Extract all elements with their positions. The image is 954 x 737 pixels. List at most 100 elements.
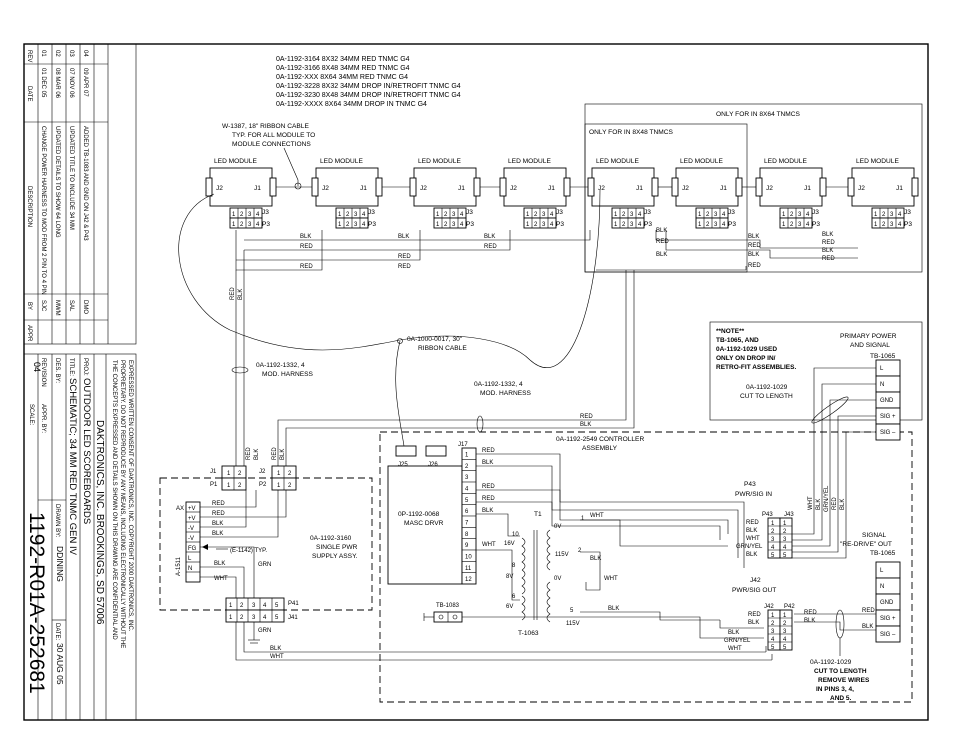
revision-block: REV DATE DESCRIPTION BY APPR 01 01 DEC 0…: [23, 43, 137, 345]
svg-text:4: 4: [722, 212, 726, 218]
harness-label: 0A-1192-1332, 4: [474, 381, 523, 388]
date-label: DATE:: [54, 623, 60, 641]
svg-text:5: 5: [783, 553, 787, 559]
svg-text:3: 3: [452, 222, 456, 228]
svg-text:+V: +V: [188, 516, 196, 522]
svg-text:TB-1065, AND: TB-1065, AND: [716, 337, 759, 344]
j17-pin: 12: [465, 577, 472, 583]
tb-terminal: N: [880, 382, 884, 388]
svg-text:J41: J41: [288, 615, 298, 621]
company-name: DAKTRONICS, INC. BROOKINGS, SD 57006: [94, 420, 105, 625]
svg-text:1: 1: [782, 212, 786, 218]
svg-text:ASSEMBLY: ASSEMBLY: [582, 445, 618, 452]
svg-text:RED: RED: [230, 287, 236, 300]
svg-text:RED: RED: [246, 447, 252, 460]
svg-text:J42: J42: [764, 604, 774, 610]
svg-text:MODULE CONNECTIONS: MODULE CONNECTIONS: [232, 141, 311, 148]
svg-text:3: 3: [783, 629, 787, 635]
svg-text:P2: P2: [259, 482, 267, 488]
ribbon-cable-note: W-1387, 18" RIBBON CABLE TYP. FOR ALL MO…: [222, 123, 315, 190]
svg-text:BLK: BLK: [482, 460, 493, 466]
svg-text:3: 3: [771, 537, 775, 543]
rev-row-date: 08 MAR 06: [54, 68, 60, 99]
svg-text:3: 3: [252, 615, 256, 621]
approved-by-label: APPR. BY:: [40, 404, 46, 433]
svg-text:2: 2: [578, 548, 582, 554]
svg-text:3: 3: [354, 222, 358, 228]
tb-terminal: SIG –: [880, 632, 896, 638]
revision-label: REVISION: [40, 358, 46, 387]
svg-text:3: 3: [248, 212, 252, 218]
svg-text:3: 3: [630, 212, 634, 218]
svg-text:2: 2: [882, 212, 886, 218]
svg-text:2: 2: [240, 615, 244, 621]
svg-text:J2: J2: [682, 185, 689, 192]
svg-text:J2: J2: [216, 185, 223, 192]
svg-text:3: 3: [248, 222, 252, 228]
svg-text:REMOVE WIRES: REMOVE WIRES: [818, 677, 870, 684]
svg-text:4: 4: [806, 212, 810, 218]
svg-text:3: 3: [798, 212, 802, 218]
j17-pin: 10: [465, 554, 472, 560]
psu-label: SINGLE PWR: [316, 544, 358, 551]
part-list-item: 0A-1192-XXX 8X64 34MM RED TNMC G4: [276, 74, 408, 81]
svg-text:P43: P43: [762, 512, 773, 518]
appr-header: APPR: [26, 325, 32, 342]
svg-text:RETRO-FIT ASSEMBLIES.: RETRO-FIT ASSEMBLIES.: [716, 364, 796, 371]
svg-text:P1: P1: [210, 482, 218, 488]
led-module-label: LED MODULE: [596, 158, 639, 165]
svg-text:RED: RED: [748, 263, 761, 269]
rev-row-rev: 02: [54, 50, 60, 57]
psu-label: 0A-1192-3160: [310, 535, 352, 542]
svg-text:3: 3: [452, 212, 456, 218]
svg-text:115V: 115V: [566, 621, 580, 627]
rev-row-date: 01 DEC 05: [40, 68, 46, 98]
part-list-item: 0A-1192-3164 8X32 34MM RED TNMC G4: [276, 56, 410, 63]
tb-terminal: L: [880, 568, 884, 574]
svg-text:J1: J1: [458, 185, 465, 192]
harness-label: 0A-1192-1332, 4: [256, 362, 305, 369]
svg-text:J1: J1: [896, 185, 903, 192]
svg-text:4: 4: [638, 212, 642, 218]
drawn-by-label: DRAWN BY:: [54, 504, 60, 538]
svg-text:0A-1192-1029 USED: 0A-1192-1029 USED: [716, 346, 777, 353]
led-module-label: LED MODULE: [214, 158, 257, 165]
svg-text:4: 4: [806, 222, 810, 228]
svg-text:J1: J1: [210, 469, 217, 475]
svg-text:TB-1065: TB-1065: [870, 353, 896, 360]
svg-text:J17: J17: [458, 442, 468, 448]
svg-text:1: 1: [232, 222, 236, 228]
j17-pin: 5: [465, 498, 469, 504]
svg-text:J3: J3: [728, 209, 735, 216]
svg-text:4: 4: [550, 222, 554, 228]
j17-pin: 9: [465, 543, 469, 549]
svg-text:J2: J2: [510, 185, 517, 192]
drawing-number: 1192-R01A-252681: [25, 512, 48, 694]
svg-text:1: 1: [874, 222, 878, 228]
svg-text:1: 1: [771, 521, 775, 527]
svg-text:BLK: BLK: [746, 552, 757, 558]
svg-text:P3: P3: [728, 221, 736, 228]
svg-text:BLK: BLK: [238, 289, 244, 300]
primary-power-terminal: **NOTE** TB-1065, AND 0A-1192-1029 USED …: [709, 321, 923, 559]
svg-text:2: 2: [534, 212, 538, 218]
svg-text:P3: P3: [556, 221, 564, 228]
svg-text:4: 4: [362, 212, 366, 218]
svg-text:2: 2: [240, 603, 244, 609]
svg-text:BLK: BLK: [748, 234, 759, 240]
svg-text:1: 1: [227, 471, 231, 477]
svg-text:5: 5: [275, 603, 279, 609]
j17-pin: 1: [465, 453, 469, 459]
description-header: DESCRIPTION: [26, 186, 32, 227]
drawing-title: SCHEMATIC; 34 MM RED TNMC GEN IV: [67, 378, 78, 556]
svg-text:J1: J1: [720, 185, 727, 192]
svg-text:J3: J3: [812, 209, 819, 216]
svg-text:MASC DRVR: MASC DRVR: [404, 520, 444, 527]
svg-text:RED: RED: [398, 254, 411, 260]
svg-text:RED: RED: [212, 511, 225, 517]
